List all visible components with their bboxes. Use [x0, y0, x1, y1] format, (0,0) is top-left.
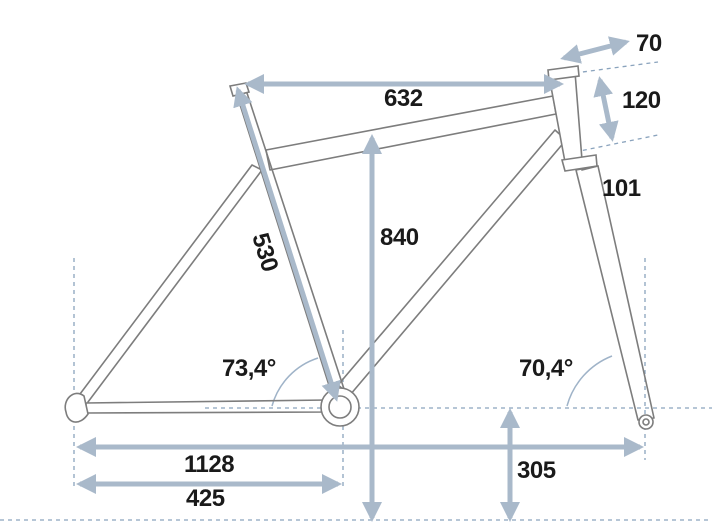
- chainstay-label: 425: [186, 485, 225, 512]
- chainstay: [85, 399, 331, 414]
- front-axle: [642, 418, 650, 426]
- wheelbase-label: 1128: [184, 451, 234, 478]
- stack-label: 840: [380, 224, 419, 251]
- dimension-arrows: [76, 36, 644, 522]
- head-angle-arc: [566, 355, 613, 407]
- bottom-bracket-shell: [320, 387, 360, 427]
- bb-height-label: 305: [517, 457, 556, 484]
- top-tube-label: 632: [384, 85, 423, 112]
- head-angle-label: 70,4°: [519, 355, 573, 382]
- stem-height-label: 120: [622, 87, 661, 114]
- seat-angle-label: 73,4°: [222, 355, 276, 382]
- stem-height-arrow: [593, 76, 619, 142]
- fork-crown: [581, 165, 599, 171]
- dimension-labels: 632 70 120 101 530 840 73,4° 70,4° 1128 …: [184, 30, 662, 512]
- seat-angle-arc: [271, 357, 319, 407]
- stem-length-label: 70: [636, 30, 662, 57]
- head-tube-label: 101: [602, 175, 641, 202]
- seat-tube-label: 530: [246, 230, 283, 275]
- stem-length-arrow: [560, 36, 630, 64]
- seat-tube-arrow: [233, 86, 341, 402]
- rear-dropout: [64, 392, 89, 423]
- fork: [575, 165, 655, 421]
- stem-top-guide: [574, 61, 659, 74]
- stem-bottom-guide: [574, 134, 659, 153]
- front-dropout: [638, 414, 654, 430]
